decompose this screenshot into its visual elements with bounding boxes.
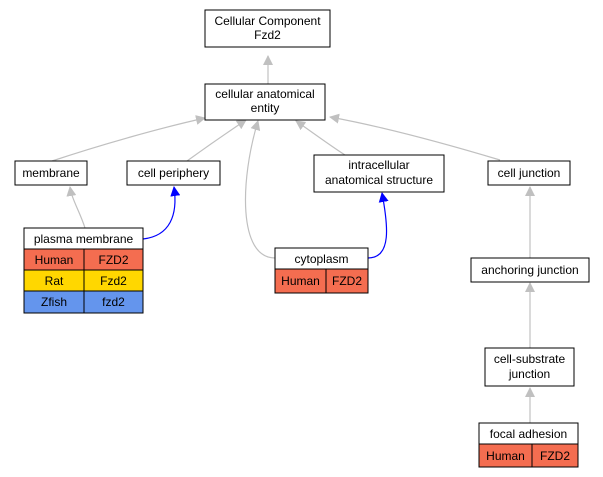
annotation-row-rat: Rat Fzd2	[23, 269, 144, 292]
node-membrane[interactable]: membrane	[14, 160, 88, 186]
annotation-row-human: Human FZD2	[23, 248, 144, 271]
gene-cell: FZD2	[99, 253, 129, 267]
node-label: cell junction	[498, 166, 561, 180]
node-label: cytoplasm	[294, 252, 348, 266]
edge-cell-periphery-to-cae	[186, 119, 247, 162]
edge-cytoplasm-to-cae	[244, 120, 276, 259]
node-label: plasma membrane	[34, 232, 134, 246]
node-label-line2: anatomical structure	[325, 173, 433, 187]
species-cell: Human	[281, 274, 320, 288]
gene-cell: fzd2	[102, 295, 125, 309]
node-intracellular-anatomical-structure[interactable]: intracellular anatomical structure	[313, 154, 445, 193]
node-cellular-anatomical-entity[interactable]: cellular anatomical entity	[204, 83, 326, 121]
node-label-line2: junction	[508, 367, 550, 381]
node-label: cell periphery	[138, 166, 209, 180]
node-cellular-component-fzd2[interactable]: Cellular Component Fzd2	[204, 9, 331, 48]
node-label: anchoring junction	[481, 263, 578, 277]
node-focal-adhesion[interactable]: focal adhesion Human FZD2	[478, 422, 579, 468]
node-label-line1: cellular anatomical	[215, 87, 314, 101]
node-label: membrane	[22, 166, 80, 180]
gene-cell: FZD2	[540, 449, 570, 463]
node-cell-junction[interactable]: cell junction	[487, 160, 571, 186]
species-cell: Human	[486, 449, 525, 463]
edges	[51, 55, 535, 423]
edge-cell-junction-to-cae	[329, 113, 501, 161]
node-label-line1: intracellular	[348, 158, 409, 172]
node-label-line1: cell-substrate	[494, 352, 566, 366]
gene-cell: FZD2	[332, 274, 362, 288]
annotation-row-zfish: Zfish fzd2	[23, 290, 144, 314]
annotation-row-human: Human FZD2	[274, 268, 369, 294]
node-label-line2: entity	[251, 101, 280, 115]
node-cytoplasm[interactable]: cytoplasm Human FZD2	[274, 247, 369, 294]
edge-cytoplasm-to-intracellular	[367, 192, 389, 259]
annotation-row-human: Human FZD2	[478, 443, 579, 468]
node-cell-periphery[interactable]: cell periphery	[126, 160, 221, 186]
node-label-line1: Cellular Component	[214, 14, 321, 28]
edge-plasma-membrane-to-membrane	[66, 186, 86, 229]
node-cell-substrate-junction[interactable]: cell-substrate junction	[484, 347, 575, 387]
node-label-line2: Fzd2	[254, 28, 281, 42]
edge-membrane-to-cae	[51, 115, 206, 162]
node-anchoring-junction[interactable]: anchoring junction	[470, 257, 590, 283]
species-cell: Zfish	[41, 295, 67, 309]
edge-intracellular-to-cae	[295, 120, 346, 156]
edge-plasma-membrane-to-cell-periphery	[142, 186, 181, 240]
species-cell: Human	[35, 253, 74, 267]
node-label: focal adhesion	[490, 427, 567, 441]
species-cell: Rat	[45, 274, 64, 288]
gene-cell: Fzd2	[100, 274, 127, 288]
node-plasma-membrane[interactable]: plasma membrane Human FZD2 Rat Fzd2 Zfis…	[23, 227, 144, 314]
